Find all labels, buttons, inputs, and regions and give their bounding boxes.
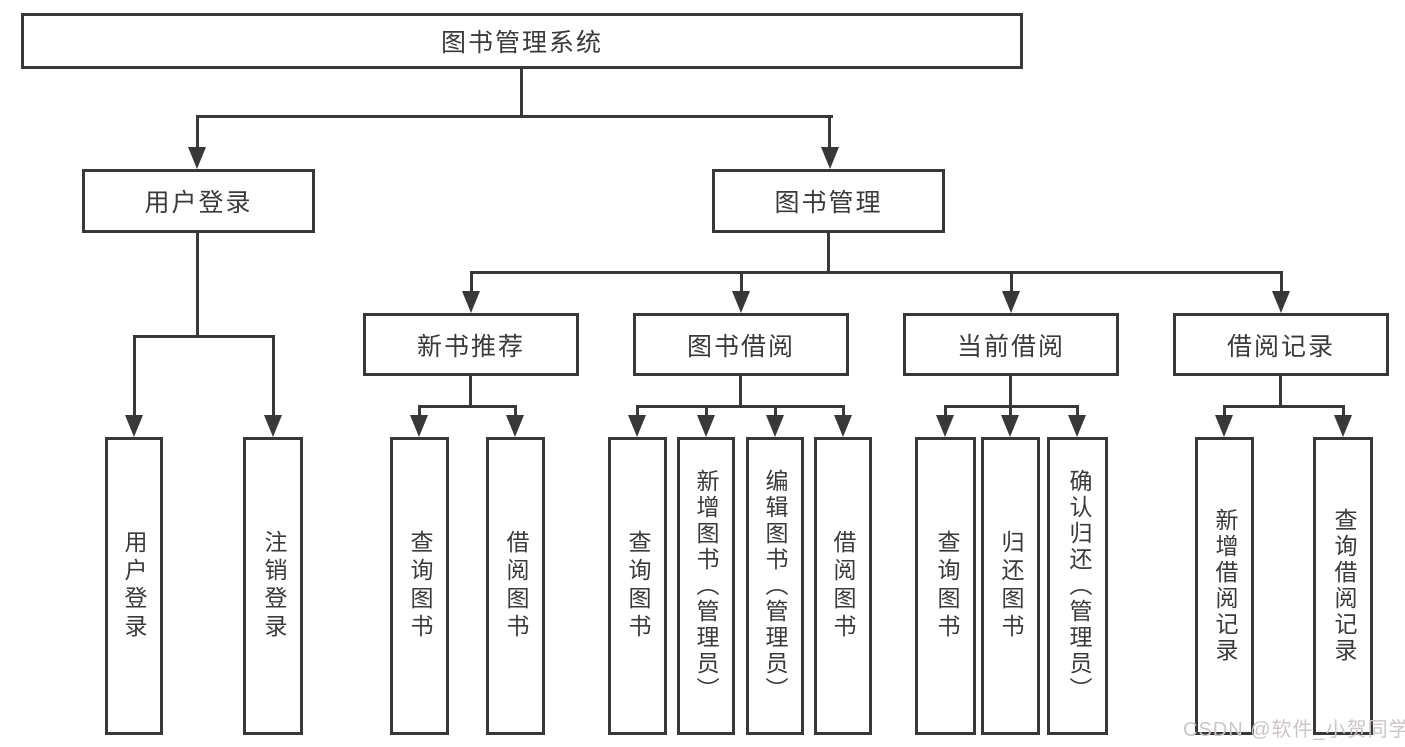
leaf-node-logout: 注销登录 [243, 437, 303, 735]
connector-user-login-crossbar [133, 335, 275, 338]
arrowhead-down-icon [821, 147, 839, 169]
watermark: CSDN @软件_小贺同学 [1183, 719, 1405, 741]
connector-arrow-line [470, 271, 473, 293]
leaf-node-query-borrow-record: 查询借阅记录 [1313, 437, 1373, 735]
connector-stem [1279, 376, 1282, 407]
connector-arrow-line [196, 115, 199, 149]
leaf-node-borrow-books: 借阅图书 [814, 437, 872, 735]
leaf-node-query-books-borrowing: 查询图书 [608, 437, 667, 735]
node-label: 用户登录 [144, 189, 253, 217]
connector-arrow-line [514, 405, 517, 417]
node-label: 图书借阅 [686, 332, 795, 361]
arrowhead-down-icon [410, 415, 428, 437]
arrowhead-down-icon [766, 415, 784, 437]
connector-arrow-line [636, 405, 639, 417]
leaf-node-query-books-current: 查询图书 [915, 437, 976, 735]
arrowhead-down-icon [834, 415, 852, 437]
connector-root-crossbar [196, 115, 833, 118]
arrowhead-down-icon [462, 291, 480, 313]
leaf-node-return-books: 归还图书 [981, 437, 1040, 735]
arrowhead-down-icon [1068, 415, 1086, 437]
connector-arrow-line [1010, 271, 1013, 293]
connector-arrow-line [740, 271, 743, 293]
node-new-book-recommendation: 新书推荐 [363, 313, 579, 376]
node-label: 借阅记录 [1226, 332, 1335, 361]
connector-arrow-line [1342, 405, 1345, 417]
connector-arrow-line [1009, 405, 1012, 417]
arrowhead-down-icon [188, 147, 206, 169]
connector-root-stem [520, 69, 523, 117]
node-library-management-system: 图书管理系统 [21, 13, 1023, 69]
arrowhead-down-icon [506, 415, 524, 437]
leaf-node-add-books-admin: 新增图书（管理员） [677, 437, 735, 735]
connector-crossbar [418, 405, 517, 408]
node-book-borrowing: 图书借阅 [633, 313, 849, 376]
arrowhead-down-icon [1334, 415, 1352, 437]
connector-book-management-crossbar [470, 271, 1282, 274]
arrowhead-down-icon [936, 415, 954, 437]
connector-arrow-line [272, 335, 275, 417]
arrowhead-down-icon [125, 415, 143, 437]
leaf-node-borrow-books-recommend: 借阅图书 [486, 437, 545, 735]
node-user-login: 用户登录 [82, 169, 315, 233]
arrowhead-down-icon [264, 415, 282, 437]
connector-stem [739, 376, 742, 407]
node-label: 图书管理 [774, 189, 883, 217]
connector-arrow-line [133, 335, 136, 417]
connector-arrow-line [418, 405, 421, 417]
connector-stem [1009, 376, 1012, 407]
connector-crossbar [636, 405, 845, 408]
arrowhead-down-icon [628, 415, 646, 437]
node-current-borrowing: 当前借阅 [903, 313, 1119, 376]
node-borrowing-records: 借阅记录 [1173, 313, 1389, 376]
connector-book-management-stem [827, 233, 830, 273]
connector-arrow-line [842, 405, 845, 417]
connector-arrow-line [944, 405, 947, 417]
connector-arrow-line [1280, 271, 1283, 293]
node-book-management: 图书管理 [712, 169, 945, 233]
leaf-node-query-books-recommend: 查询图书 [390, 437, 449, 735]
node-label: 当前借阅 [956, 332, 1065, 361]
leaf-node-edit-books-admin: 编辑图书（管理员） [746, 437, 804, 735]
connector-arrow-line [774, 405, 777, 417]
arrowhead-down-icon [1272, 291, 1290, 313]
arrowhead-down-icon [697, 415, 715, 437]
arrowhead-down-icon [1001, 415, 1019, 437]
connector-arrow-line [705, 405, 708, 417]
arrowhead-down-icon [1215, 415, 1233, 437]
connector-arrow-line [828, 115, 831, 149]
node-label: 新书推荐 [416, 332, 525, 361]
leaf-node-confirm-return-admin: 确认归还（管理员） [1047, 437, 1108, 735]
arrowhead-down-icon [732, 291, 750, 313]
node-label: 图书管理系统 [440, 29, 603, 57]
arrowhead-down-icon [1002, 291, 1020, 313]
leaf-node-add-borrow-record: 新增借阅记录 [1195, 437, 1254, 735]
connector-crossbar [1223, 405, 1344, 408]
connector-stem [469, 376, 472, 407]
leaf-node-user-login: 用户登录 [105, 437, 163, 735]
connector-arrow-line [1076, 405, 1079, 417]
connector-arrow-line [1223, 405, 1226, 417]
connector-user-login-stem [196, 233, 199, 337]
